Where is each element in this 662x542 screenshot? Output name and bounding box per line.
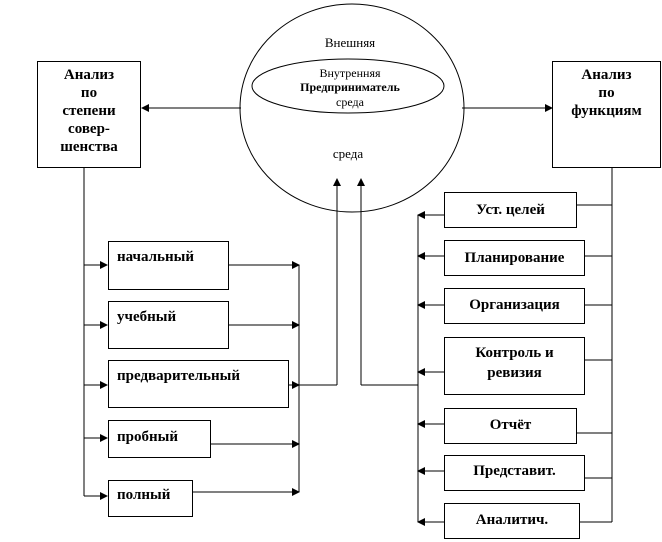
- analysis-by-perfection-line3: степени: [62, 103, 116, 119]
- func-control-label-line1: Контроль и: [475, 345, 554, 361]
- func-report-label: Отчёт: [489, 417, 532, 433]
- item-training-box: учебный: [108, 301, 229, 349]
- func-representative-box: Представит.: [444, 455, 585, 491]
- analysis-by-perfection-line5: шенства: [60, 139, 118, 155]
- outer-env-top-label: Внешняя: [324, 35, 376, 50]
- func-goals-box: Уст. целей: [444, 192, 577, 228]
- entrepreneur-label: Предприниматель: [300, 80, 400, 94]
- item-full-label: полный: [117, 487, 171, 503]
- func-control-box: Контроль и ревизия: [444, 337, 585, 395]
- func-analytical-label: Аналитич.: [475, 512, 549, 528]
- func-planning-box: Планирование: [444, 240, 585, 276]
- inner-env-bottom-label: среда: [336, 95, 364, 109]
- func-representative-label: Представит.: [473, 463, 556, 479]
- func-goals-label: Уст. целей: [476, 202, 545, 218]
- func-planning-label: Планирование: [464, 250, 565, 266]
- analysis-by-function-line2: по: [598, 85, 615, 101]
- analysis-by-function-box: Анализ по функциям: [552, 61, 661, 168]
- analysis-by-perfection-line4: совер-: [68, 121, 110, 137]
- outer-env-bottom-label: среда: [332, 146, 364, 161]
- item-preliminary-label: предварительный: [117, 368, 240, 384]
- inner-ellipse: [251, 58, 445, 114]
- item-full-box: полный: [108, 480, 193, 517]
- analysis-by-perfection-box: Анализ по степени совер- шенства: [37, 61, 141, 168]
- func-analytical-box: Аналитич.: [444, 503, 580, 539]
- func-report-box: Отчёт: [444, 408, 577, 444]
- analysis-by-function-line1: Анализ: [581, 67, 632, 83]
- analysis-by-perfection-line1: Анализ: [63, 67, 115, 83]
- analysis-by-perfection-line2: по: [80, 85, 98, 101]
- func-organization-label: Организация: [469, 297, 560, 313]
- item-trial-box: пробный: [108, 420, 211, 458]
- item-training-label: учебный: [117, 309, 177, 325]
- item-initial-box: начальный: [108, 241, 229, 290]
- func-control-label-line2: ревизия: [487, 365, 542, 381]
- item-preliminary-box: предварительный: [108, 360, 289, 408]
- analysis-by-function-line3: функциям: [571, 103, 642, 119]
- inner-env-top-label: Внутренняя: [319, 66, 381, 80]
- func-organization-box: Организация: [444, 288, 585, 324]
- item-initial-label: начальный: [117, 249, 194, 265]
- item-trial-label: пробный: [117, 429, 178, 445]
